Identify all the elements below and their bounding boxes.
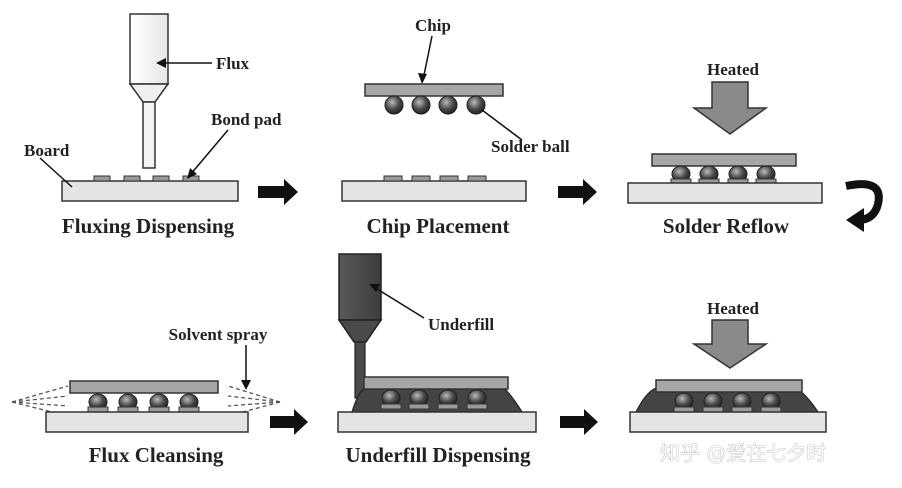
solder-joints [88, 393, 199, 411]
board [341, 180, 527, 202]
board [45, 411, 249, 433]
chip [651, 153, 797, 167]
panel-fluxing-dispensing: Flux Bond pad Board Fluxing Dispensing [24, 13, 282, 238]
board [61, 180, 239, 202]
solder-joints [671, 165, 776, 183]
solder-ball-leader [481, 109, 523, 141]
down-arrow-icon [691, 81, 769, 135]
solder-balls [384, 95, 486, 115]
bond-pads [670, 178, 777, 184]
heated-label-bottom: Heated [707, 299, 759, 318]
bond-pads [380, 403, 488, 410]
bond-pads [383, 175, 487, 182]
panel-flux-cleansing: Solvent spray Flux Cleansing [11, 325, 281, 467]
right-arrow-icon [558, 179, 597, 205]
underfill-label: Underfill [428, 315, 494, 334]
bond-pad-leader [189, 129, 229, 176]
underfill-material [351, 387, 524, 413]
solder-ball-label: Solder ball [491, 137, 570, 156]
right-arrow-icon [560, 409, 598, 435]
caption-fluxing-dispensing: Fluxing Dispensing [62, 214, 235, 238]
spray-left [11, 385, 69, 417]
solvent-spray-label: Solvent spray [169, 325, 268, 344]
board-leader [39, 157, 73, 188]
flux-label: Flux [216, 54, 250, 73]
flux-leader-head [156, 58, 166, 68]
solvent-spray-leader-head [241, 380, 251, 390]
panel-underfill-dispensing: Underfill Underfill Dispensing [337, 253, 537, 467]
caption-underfill-dispensing: Underfill Dispensing [346, 443, 531, 467]
board [337, 411, 537, 433]
board-label: Board [24, 141, 70, 160]
panel-solder-reflow: Heated Solder Reflow [627, 60, 823, 238]
panel-curing: Heated [629, 299, 827, 433]
underfill-nozzle [337, 253, 383, 399]
underfill-leader [373, 286, 425, 319]
right-arrow-icon [270, 409, 308, 435]
return-arrow-icon [845, 180, 883, 232]
flux-nozzle [128, 13, 170, 169]
heated-label-top: Heated [707, 60, 759, 79]
down-arrow-icon [691, 319, 769, 369]
solder-joints [381, 389, 487, 407]
bond-pad-label: Bond pad [211, 110, 282, 129]
caption-flux-cleansing: Flux Cleansing [89, 443, 224, 467]
board [627, 182, 823, 204]
chip [655, 379, 803, 393]
board [629, 411, 827, 433]
right-arrow-icon [258, 179, 298, 205]
panel-chip-placement: Chip Solder ball Chip Placement [341, 16, 570, 238]
chip [364, 83, 504, 97]
bond-pad-leader-head [187, 168, 197, 179]
caption-solder-reflow: Solder Reflow [663, 214, 790, 238]
watermark: 知乎 @爱在七夕时 [660, 441, 826, 465]
chip-label: Chip [415, 16, 451, 35]
caption-chip-placement: Chip Placement [367, 214, 510, 238]
underfill-leader-head [369, 284, 380, 292]
chip [363, 376, 509, 390]
chip-leader-head [418, 73, 427, 84]
chip [69, 380, 219, 394]
chip-leader [422, 35, 433, 81]
